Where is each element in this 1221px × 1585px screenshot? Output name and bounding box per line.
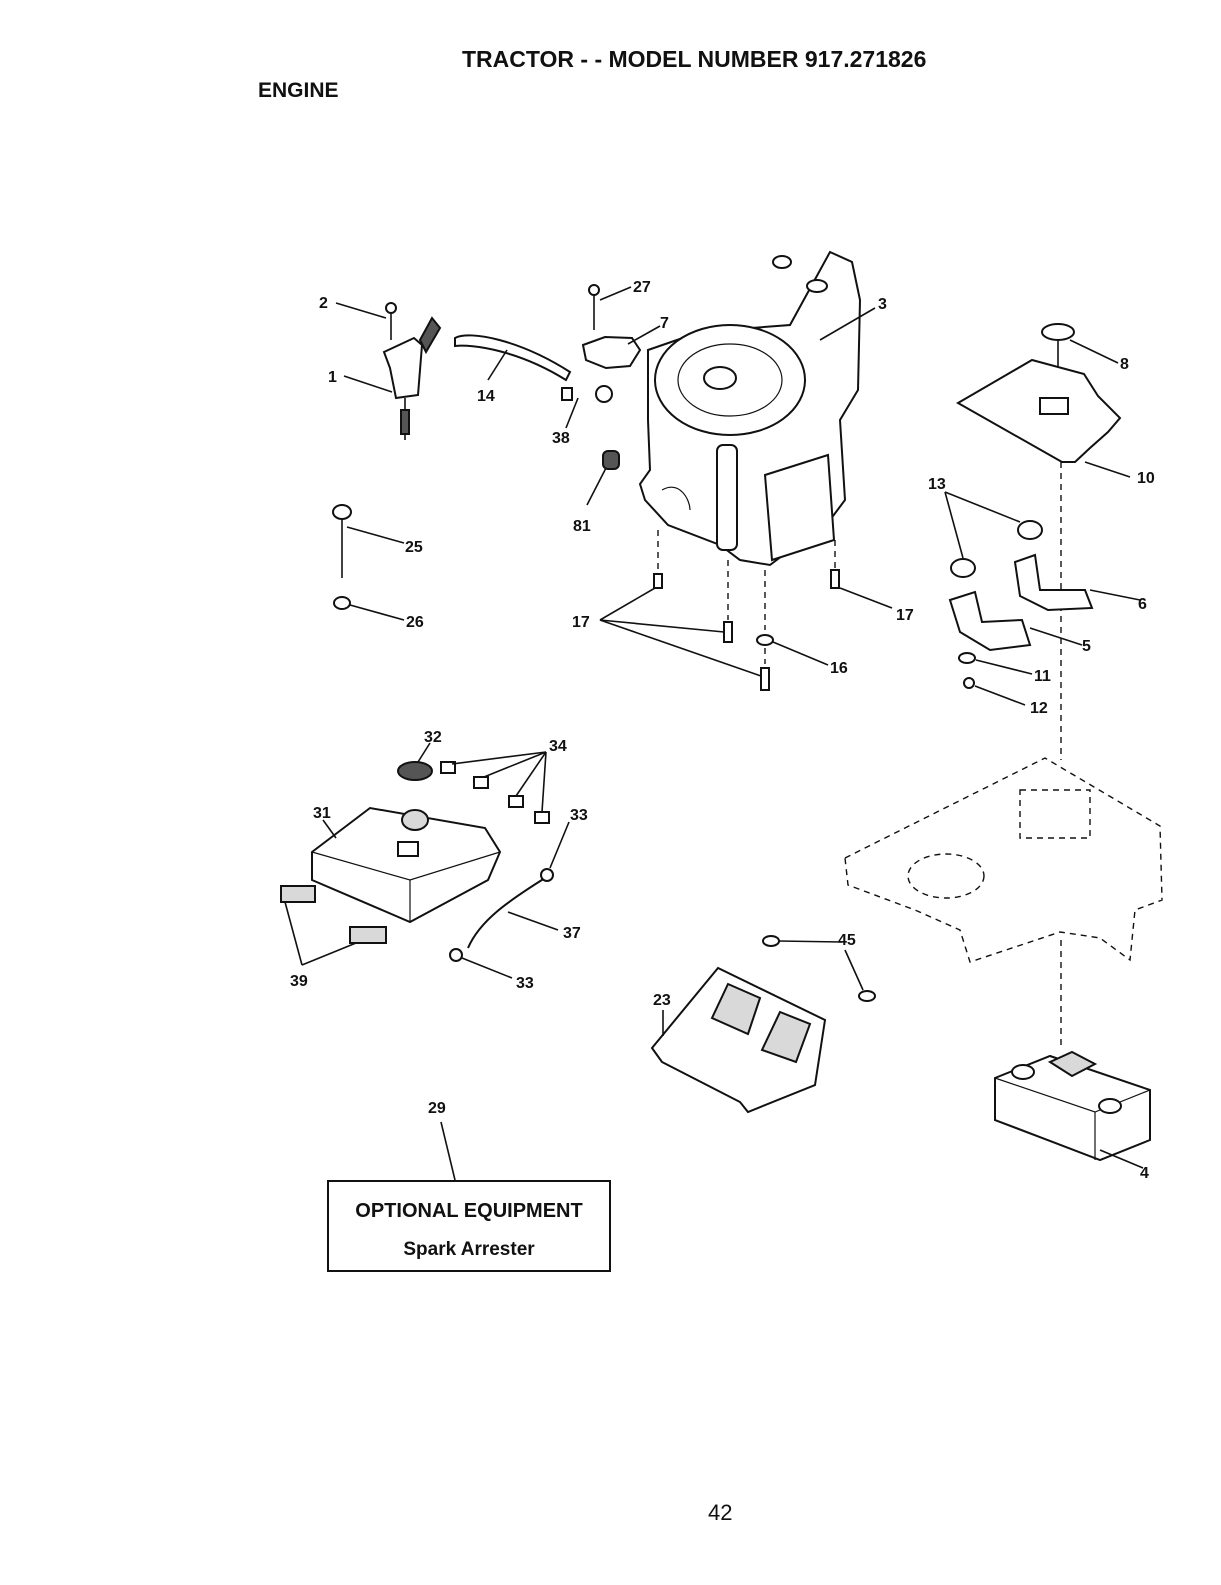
- washer-11: [959, 653, 975, 663]
- page-number: 42: [708, 1500, 732, 1526]
- callout-14: 14: [477, 388, 495, 405]
- callout-10: 10: [1137, 470, 1155, 487]
- mounting-bracket-assembly: [652, 936, 875, 1112]
- optional-equipment-title: OPTIONAL EQUIPMENT: [329, 1200, 609, 1223]
- screw-12: [964, 678, 974, 688]
- callout-1: 1: [328, 369, 337, 386]
- callout-8: 8: [1120, 356, 1129, 373]
- callout-17-left: 17: [572, 614, 590, 631]
- screw-45a: [763, 936, 779, 946]
- callout-4: 4: [1140, 1165, 1149, 1182]
- callout-11: 11: [1034, 668, 1051, 685]
- filter-39b: [350, 927, 386, 943]
- callout-2: 2: [319, 295, 328, 312]
- fuel-hose-14: [455, 335, 570, 380]
- callout-23: 23: [653, 992, 671, 1009]
- bolt-8: [1042, 324, 1074, 340]
- fitting-38: [596, 386, 612, 402]
- callout-38: 38: [552, 430, 570, 447]
- optional-equipment-box: OPTIONAL EQUIPMENT Spark Arrester: [327, 1180, 611, 1272]
- callout-37: 37: [563, 925, 581, 942]
- heat-shield-assembly: [958, 324, 1120, 760]
- callout-12: 12: [1030, 700, 1048, 717]
- gasket-13a: [1018, 521, 1042, 539]
- callout-3: 3: [878, 296, 887, 313]
- tractor-frame: [845, 758, 1162, 1050]
- callout-81: 81: [573, 518, 591, 535]
- screw-2: [386, 303, 396, 313]
- air-cleaner-assembly: [281, 762, 553, 961]
- callout-34: 34: [549, 738, 567, 755]
- callout-33-bottom: 33: [516, 975, 534, 992]
- callout-32: 32: [424, 729, 442, 746]
- throttle-lever: [420, 318, 440, 352]
- callout-7: 7: [660, 315, 669, 332]
- screw-45b: [859, 991, 875, 1001]
- drain-parts: [333, 505, 351, 609]
- exhaust-pipe-6: [1015, 555, 1092, 610]
- callout-5: 5: [1082, 638, 1091, 655]
- filter-39a: [281, 886, 315, 902]
- callout-16: 16: [830, 660, 848, 677]
- callout-45: 45: [838, 932, 856, 949]
- throttle-control-assembly: [384, 303, 440, 440]
- gasket-13b: [951, 559, 975, 577]
- callout-13: 13: [928, 476, 946, 493]
- callout-27: 27: [633, 279, 651, 296]
- engine-3: [640, 252, 860, 565]
- exhaust-pipe-assembly: [950, 521, 1092, 688]
- exhaust-pipe-5: [950, 592, 1030, 650]
- callout-25: 25: [405, 539, 423, 556]
- dipstick-tube: [717, 445, 737, 550]
- callout-26: 26: [406, 614, 424, 631]
- filter-81: [603, 451, 619, 469]
- callout-33-top: 33: [570, 807, 588, 824]
- callout-29: 29: [428, 1100, 446, 1117]
- callout-31: 31: [313, 805, 331, 822]
- callout-39: 39: [290, 973, 308, 990]
- optional-equipment-item: Spark Arrester: [329, 1239, 609, 1261]
- fuel-pump-parts: [562, 285, 640, 469]
- muffler-4: [995, 1052, 1150, 1160]
- callout-6: 6: [1138, 596, 1147, 613]
- callout-17-right: 17: [896, 607, 914, 624]
- throttle-bracket: [384, 338, 422, 398]
- engine-side-cover: [765, 455, 834, 560]
- cap-32: [398, 762, 432, 780]
- hose-37: [468, 878, 545, 948]
